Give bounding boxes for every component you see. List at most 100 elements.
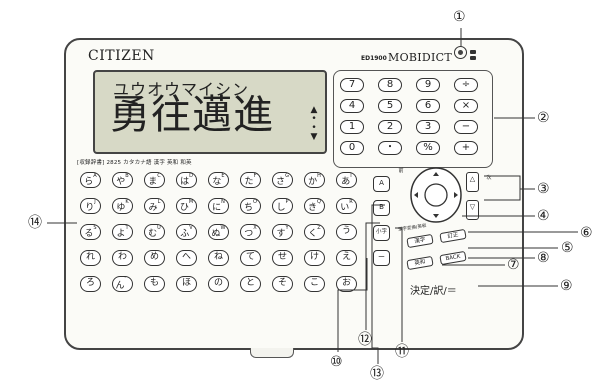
page-up-button[interactable]: △ <box>466 172 479 192</box>
kana-key-button[interactable]: う <box>336 224 357 240</box>
kana-key-button[interactable]: あI <box>336 172 357 188</box>
key-b-button[interactable]: B <box>373 200 390 216</box>
kana-key-sub-label: P <box>285 199 289 205</box>
kana-key-button[interactable]: け <box>304 250 325 266</box>
kana-key-button[interactable]: ぬW <box>208 224 229 240</box>
kana-key-label: も <box>149 278 159 288</box>
kana-key-label: ぬ <box>211 229 221 239</box>
kana-key-sub-label: O <box>253 199 257 205</box>
kana-key-label: め <box>149 252 159 262</box>
calc-key-button[interactable]: + <box>454 141 478 155</box>
kana-key-button[interactable]: せ <box>272 250 293 266</box>
kana-key-button[interactable]: みL <box>144 198 165 214</box>
kana-key-button[interactable]: るS <box>80 224 101 240</box>
kana-key-label: か <box>308 177 318 187</box>
long-vowel-button[interactable]: ー <box>373 250 390 266</box>
calc-key-button[interactable]: 7 <box>340 78 364 92</box>
kana-key-button[interactable]: しP <box>272 198 293 214</box>
kana-key-button[interactable]: れ <box>80 250 101 266</box>
kana-key-label: さ <box>276 177 286 187</box>
kana-key-button[interactable]: ろ <box>80 276 101 292</box>
kana-key-button[interactable]: やB <box>112 172 133 188</box>
kana-key-button[interactable]: くZ <box>304 224 325 240</box>
calc-key-button[interactable]: 2 <box>378 120 402 134</box>
callout-9: ⑨ <box>560 278 573 294</box>
kana-key-button[interactable]: なE <box>208 172 229 188</box>
kana-key-button[interactable]: むU <box>144 224 165 240</box>
calc-key-button[interactable]: 9 <box>416 78 440 92</box>
kana-key-button[interactable]: つX <box>240 224 261 240</box>
enter-button[interactable]: 決定/訳/＝ <box>410 286 457 297</box>
kana-key-button[interactable]: ちO <box>240 198 261 214</box>
kana-key-button[interactable]: の <box>208 276 229 292</box>
calc-key-button[interactable]: 4 <box>340 99 364 113</box>
model-number: ED1900 <box>361 55 387 62</box>
power-button[interactable] <box>454 46 467 59</box>
kana-key-label: い <box>340 203 350 213</box>
calc-key-button[interactable]: × <box>454 99 478 113</box>
calc-key-button[interactable]: % <box>416 141 440 155</box>
kana-key-button[interactable]: お <box>336 276 357 292</box>
calc-key-button[interactable]: − <box>454 120 478 134</box>
kana-key-button[interactable]: へ <box>176 250 197 266</box>
calc-key-button[interactable]: 5 <box>378 99 402 113</box>
calc-key-button[interactable]: ・ <box>378 141 402 155</box>
kana-key-button[interactable]: ん゛ <box>112 276 133 292</box>
kana-key-button[interactable]: たF <box>240 172 261 188</box>
kana-key-label: あ <box>341 177 351 187</box>
kana-key-sub-label: H <box>317 173 321 179</box>
calc-key-button[interactable]: ÷ <box>454 78 478 92</box>
kana-key-button[interactable]: も <box>144 276 165 292</box>
callout-5: ⑤ <box>561 240 574 256</box>
kana-key-sub-label: B <box>125 173 129 179</box>
calc-key-button[interactable]: 8 <box>378 78 402 92</box>
kana-key-button[interactable]: まC <box>144 172 165 188</box>
page-down-button[interactable]: ▽ <box>466 200 479 220</box>
cursor-pad[interactable] <box>409 166 463 224</box>
kana-key-button[interactable]: にN <box>208 198 229 214</box>
kana-key-button[interactable]: て <box>240 250 261 266</box>
kana-key-button[interactable]: さG <box>272 172 293 188</box>
leader-11 <box>395 227 403 342</box>
kana-key-label: の <box>213 278 223 288</box>
calc-key-button[interactable]: 3 <box>416 120 440 134</box>
kana-key-sub-label: Y <box>285 225 289 231</box>
kana-key-button[interactable]: こ <box>304 276 325 292</box>
kana-key-button[interactable]: ひM <box>176 198 197 214</box>
kana-key-button[interactable]: と <box>240 276 261 292</box>
kana-key-label: む <box>148 229 158 239</box>
callout-12: ⑫ <box>358 332 372 348</box>
kana-key-button[interactable]: そ <box>272 276 293 292</box>
nav-left-label: 前 <box>398 168 404 174</box>
kana-key-button[interactable]: ゆK <box>112 198 133 214</box>
kana-key-sub-label: N <box>221 199 225 205</box>
kana-key-label: ろ <box>85 278 95 288</box>
kana-key-button[interactable]: よT <box>112 224 133 240</box>
kana-key-button[interactable]: ね <box>208 250 229 266</box>
callout-4: ④ <box>537 208 550 224</box>
kana-key-button[interactable]: りJ <box>80 198 101 214</box>
key-a-button[interactable]: A <box>373 176 390 192</box>
kana-key-button[interactable]: かH <box>304 172 325 188</box>
screen-reading: ユウオウマイシン <box>113 80 250 99</box>
kana-key-button[interactable]: はD <box>176 172 197 188</box>
calc-key-button[interactable]: 0 <box>340 141 364 155</box>
power-off-mark <box>470 56 476 60</box>
kana-key-button[interactable]: きQ <box>304 198 325 214</box>
kana-key-button[interactable]: ほ <box>176 276 197 292</box>
kana-key-button[interactable]: め <box>144 250 165 266</box>
kana-key-sub-label: Z <box>317 225 321 231</box>
kana-key-button[interactable]: らA <box>80 172 101 188</box>
kana-key-label: け <box>309 252 319 262</box>
kana-key-button[interactable]: わ <box>112 250 133 266</box>
kana-key-sub-label: W <box>220 225 226 231</box>
kana-key-button[interactable]: すY <box>272 224 293 240</box>
small-char-button[interactable]: 小字 <box>373 225 390 241</box>
kana-key-button[interactable]: え <box>336 250 357 266</box>
kana-key-button[interactable]: いR <box>336 198 357 214</box>
kana-key-button[interactable]: ふV <box>176 224 197 240</box>
calc-key-button[interactable]: 1 <box>340 120 364 134</box>
calc-key-button[interactable]: 6 <box>416 99 440 113</box>
kana-key-sub-label: Q <box>317 199 321 205</box>
leader-12 <box>365 222 380 330</box>
